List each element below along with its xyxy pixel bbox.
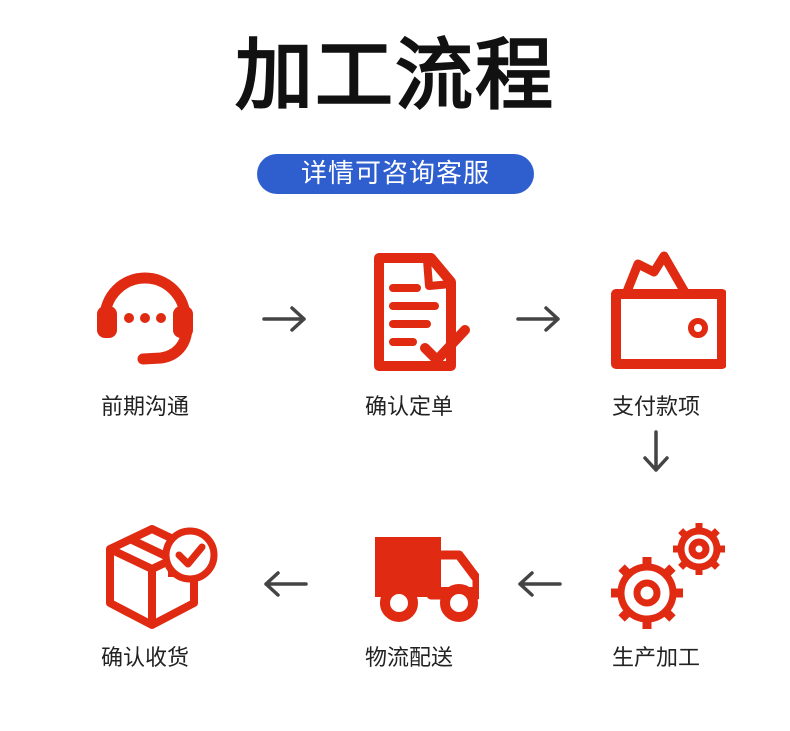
step-label: 前期沟通 (100, 395, 189, 420)
page-title: 加工流程 (234, 31, 555, 121)
arrow-left-icon (264, 571, 308, 597)
arrow-down-icon (643, 430, 669, 472)
step-payment: 支付款项 (566, 248, 746, 423)
step-delivery: 物流配送 (319, 515, 499, 674)
step-confirm-order: 确认定单 (319, 248, 499, 423)
headset-icon (97, 272, 193, 365)
step-communication: 前期沟通 (55, 248, 235, 423)
contact-service-pill[interactable]: 详情可咨询客服 (257, 154, 534, 194)
box-check-icon (106, 525, 218, 629)
arrow-right-icon (516, 306, 560, 332)
step-receipt: 确认收货 (55, 515, 235, 674)
step-production: 生产加工 (566, 515, 746, 674)
step-label: 生产加工 (611, 646, 700, 671)
truck-icon (375, 537, 479, 622)
step-label: 支付款项 (611, 395, 700, 420)
gears-icon (611, 523, 725, 629)
document-check-icon (374, 253, 470, 371)
arrow-left-icon (518, 571, 562, 597)
wallet-icon (611, 251, 726, 369)
step-label: 物流配送 (364, 646, 453, 671)
step-label: 确认收货 (100, 646, 189, 671)
arrow-right-icon (262, 306, 306, 332)
step-label: 确认定单 (364, 395, 453, 420)
